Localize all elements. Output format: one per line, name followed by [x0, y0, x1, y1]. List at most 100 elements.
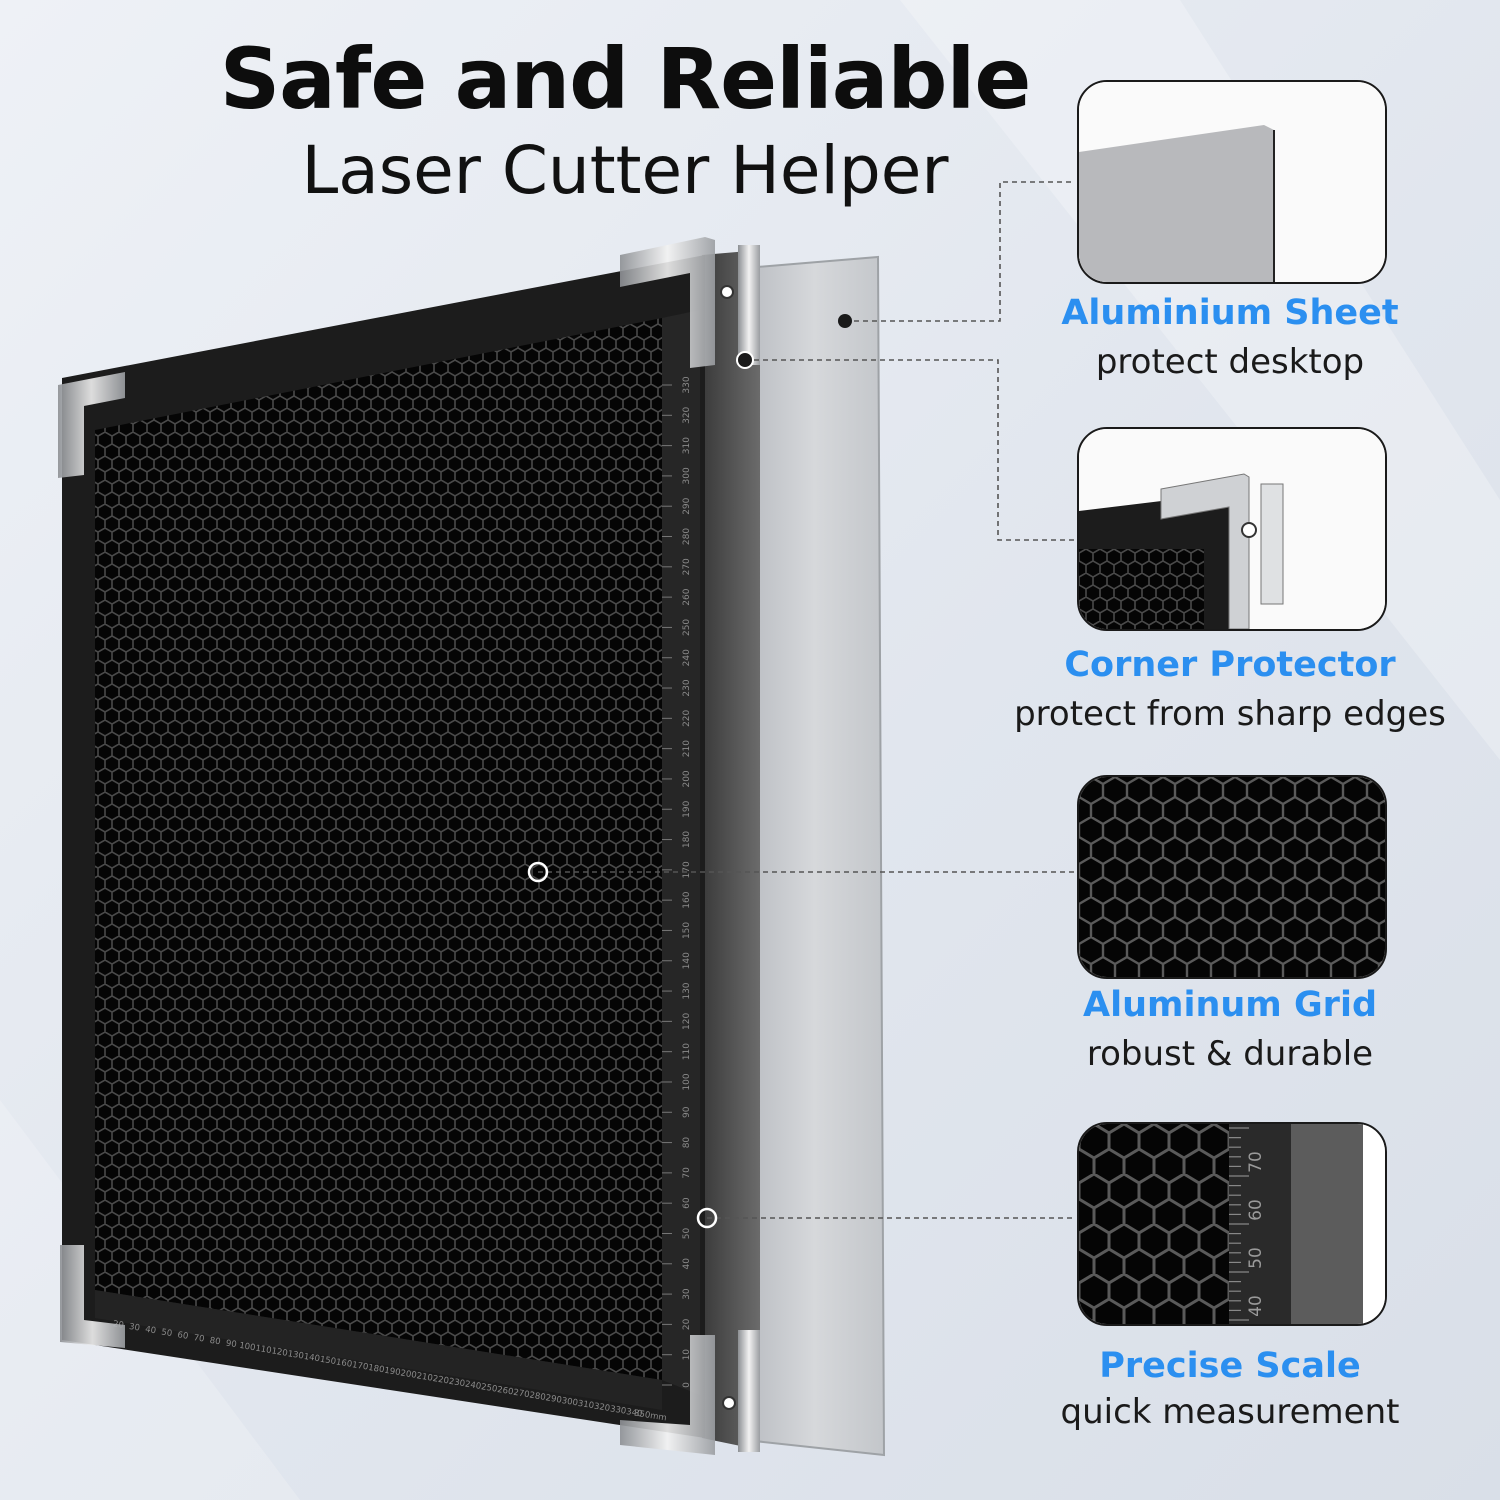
ruler-horizontal-label: 190	[384, 1366, 402, 1378]
scale-thumb-label: 50	[1246, 1247, 1266, 1269]
feature-desc-corner-protector: protect from sharp edges	[1014, 694, 1446, 734]
ruler-vertical-label: 110	[682, 1043, 692, 1060]
ruler-horizontal-label: 70	[193, 1333, 205, 1345]
thumb-precise-scale: 70 60 50 40	[1077, 1122, 1387, 1326]
ruler-horizontal-label: 290	[545, 1393, 563, 1405]
ruler-vertical-label: 70	[682, 1167, 692, 1179]
ruler-horizontal-label: 170	[351, 1360, 369, 1372]
scale-thumb-label: 40	[1246, 1295, 1266, 1317]
ruler-vertical-label: 160	[682, 891, 692, 908]
ruler-vertical-label: 50	[682, 1227, 692, 1239]
ruler-horizontal-label: 320	[593, 1402, 611, 1414]
ruler-horizontal	[95, 1290, 662, 1410]
callout-dot-sheet	[838, 314, 852, 328]
ruler-horizontal-label: 120	[271, 1346, 289, 1358]
ruler-horizontal-label: 200	[400, 1368, 418, 1380]
corner-protector-bottom-right	[620, 1330, 760, 1455]
thumb-corner-protector	[1077, 427, 1387, 631]
aluminium-sheet	[744, 255, 886, 1457]
ruler-vertical-label: 320	[682, 406, 692, 423]
ruler-horizontal-label: 30	[128, 1322, 140, 1334]
ruler-vertical-label: 140	[682, 952, 692, 969]
ruler-horizontal-label: 240	[464, 1379, 482, 1391]
ruler-vertical-label: 310	[682, 437, 692, 454]
ruler-horizontal-label: 180	[367, 1363, 385, 1375]
ruler-vertical-label: 290	[682, 497, 692, 514]
ruler-vertical-label: 240	[682, 649, 692, 666]
ruler-horizontal-label: 140	[303, 1352, 321, 1364]
ruler-vertical	[662, 310, 700, 1395]
feature-title-corner-protector: Corner Protector	[1064, 645, 1396, 685]
ruler-horizontal-label: 270	[513, 1388, 531, 1400]
corner-protector-top-right	[620, 237, 760, 368]
ruler-horizontal-label: 310	[577, 1399, 595, 1411]
scale-thumb-label: 70	[1246, 1151, 1266, 1173]
ruler-horizontal-label: 90	[225, 1339, 237, 1351]
feature-title-aluminum-grid: Aluminum Grid	[1083, 985, 1377, 1025]
ruler-vertical-label: 250	[682, 619, 692, 636]
ruler-horizontal-label: 130	[287, 1349, 305, 1361]
ruler-vertical-label: 190	[682, 800, 692, 817]
ruler-vertical-label: 260	[682, 588, 692, 605]
thumb-aluminium-sheet	[1077, 80, 1387, 284]
feature-desc-aluminium-sheet: protect desktop	[1095, 342, 1365, 382]
ruler-horizontal-label: 210	[416, 1371, 434, 1383]
ruler-vertical-label: 170	[682, 861, 692, 878]
panel-side	[702, 250, 760, 1450]
ruler-horizontal-label: 160	[335, 1357, 353, 1369]
ruler-horizontal-label: 260	[496, 1385, 514, 1397]
ruler-vertical-label: 60	[682, 1197, 692, 1209]
ruler-vertical-label: 130	[682, 982, 692, 999]
ruler-horizontal-label: 250	[480, 1382, 498, 1394]
callout-lines	[538, 181, 1075, 1219]
ruler-vertical-label: 270	[682, 558, 692, 575]
ruler-horizontal-label: 40	[144, 1325, 156, 1337]
honeycomb-grid	[95, 318, 662, 1380]
ruler-horizontal-label: 80	[209, 1336, 221, 1348]
feature-title-precise-scale: Precise Scale	[1099, 1346, 1361, 1386]
ruler-horizontal-label: 110	[255, 1344, 273, 1356]
ruler-horizontal-label: 230	[448, 1377, 466, 1389]
ruler-vertical-label: 300	[682, 467, 692, 484]
ruler-horizontal-label: 300	[561, 1396, 579, 1408]
ruler-vertical-label: 20	[682, 1318, 692, 1330]
ruler-vertical-label: 330	[682, 376, 692, 393]
ruler-vertical-label: 40	[682, 1258, 692, 1270]
ruler-vertical-label: 230	[682, 679, 692, 696]
ruler-vertical-label: 30	[682, 1288, 692, 1300]
ruler-vertical-label: 10	[682, 1349, 692, 1361]
corner-protector-bottom-left	[60, 1245, 125, 1348]
ruler-vertical-label: 200	[682, 770, 692, 787]
ruler-horizontal-label: 330	[609, 1404, 627, 1416]
ruler-vertical-label: 280	[682, 528, 692, 545]
ruler-vertical-label: 0	[682, 1382, 692, 1388]
feature-desc-precise-scale: quick measurement	[1060, 1392, 1400, 1432]
feature-desc-aluminum-grid: robust & durable	[1086, 1034, 1374, 1074]
callout-dot-corner	[736, 351, 754, 369]
ruler-vertical-label: 120	[682, 1013, 692, 1030]
ruler-vertical-label: 90	[682, 1106, 692, 1118]
scale-thumb-label: 60	[1246, 1199, 1266, 1221]
ruler-vertical-label: 180	[682, 831, 692, 848]
ruler-horizontal-label: 60	[177, 1330, 189, 1342]
ruler-horizontal-label: 340	[625, 1407, 643, 1419]
callout-dot-scale	[696, 1207, 718, 1229]
ruler-horizontal-label: 150	[319, 1355, 337, 1367]
ruler-horizontal-label: 50	[161, 1328, 173, 1340]
headline: Safe and Reliable	[219, 30, 1032, 128]
ruler-horizontal-label: 100	[238, 1341, 256, 1353]
corner-protector-top-left	[58, 372, 125, 478]
subheadline: Laser Cutter Helper	[301, 132, 949, 209]
callout-dot-grid	[527, 861, 549, 883]
ruler-vertical-label: 80	[682, 1137, 692, 1149]
ruler-horizontal-label: 220	[432, 1374, 450, 1386]
ruler-vertical-label: 220	[682, 709, 692, 726]
ruler-vertical-ticks: 0 10 20 30 40 50 60 70 80 90 100 110 120 130 140 150 160…	[662, 376, 692, 1388]
ruler-vertical-label: 210	[682, 740, 692, 757]
ruler-vertical-label: 100	[682, 1073, 692, 1090]
ruler-vertical-label: 150	[682, 922, 692, 939]
feature-title-aluminium-sheet: Aluminium Sheet	[1061, 293, 1399, 333]
thumb-aluminum-grid	[1077, 775, 1387, 979]
ruler-horizontal-label: 280	[529, 1391, 547, 1403]
